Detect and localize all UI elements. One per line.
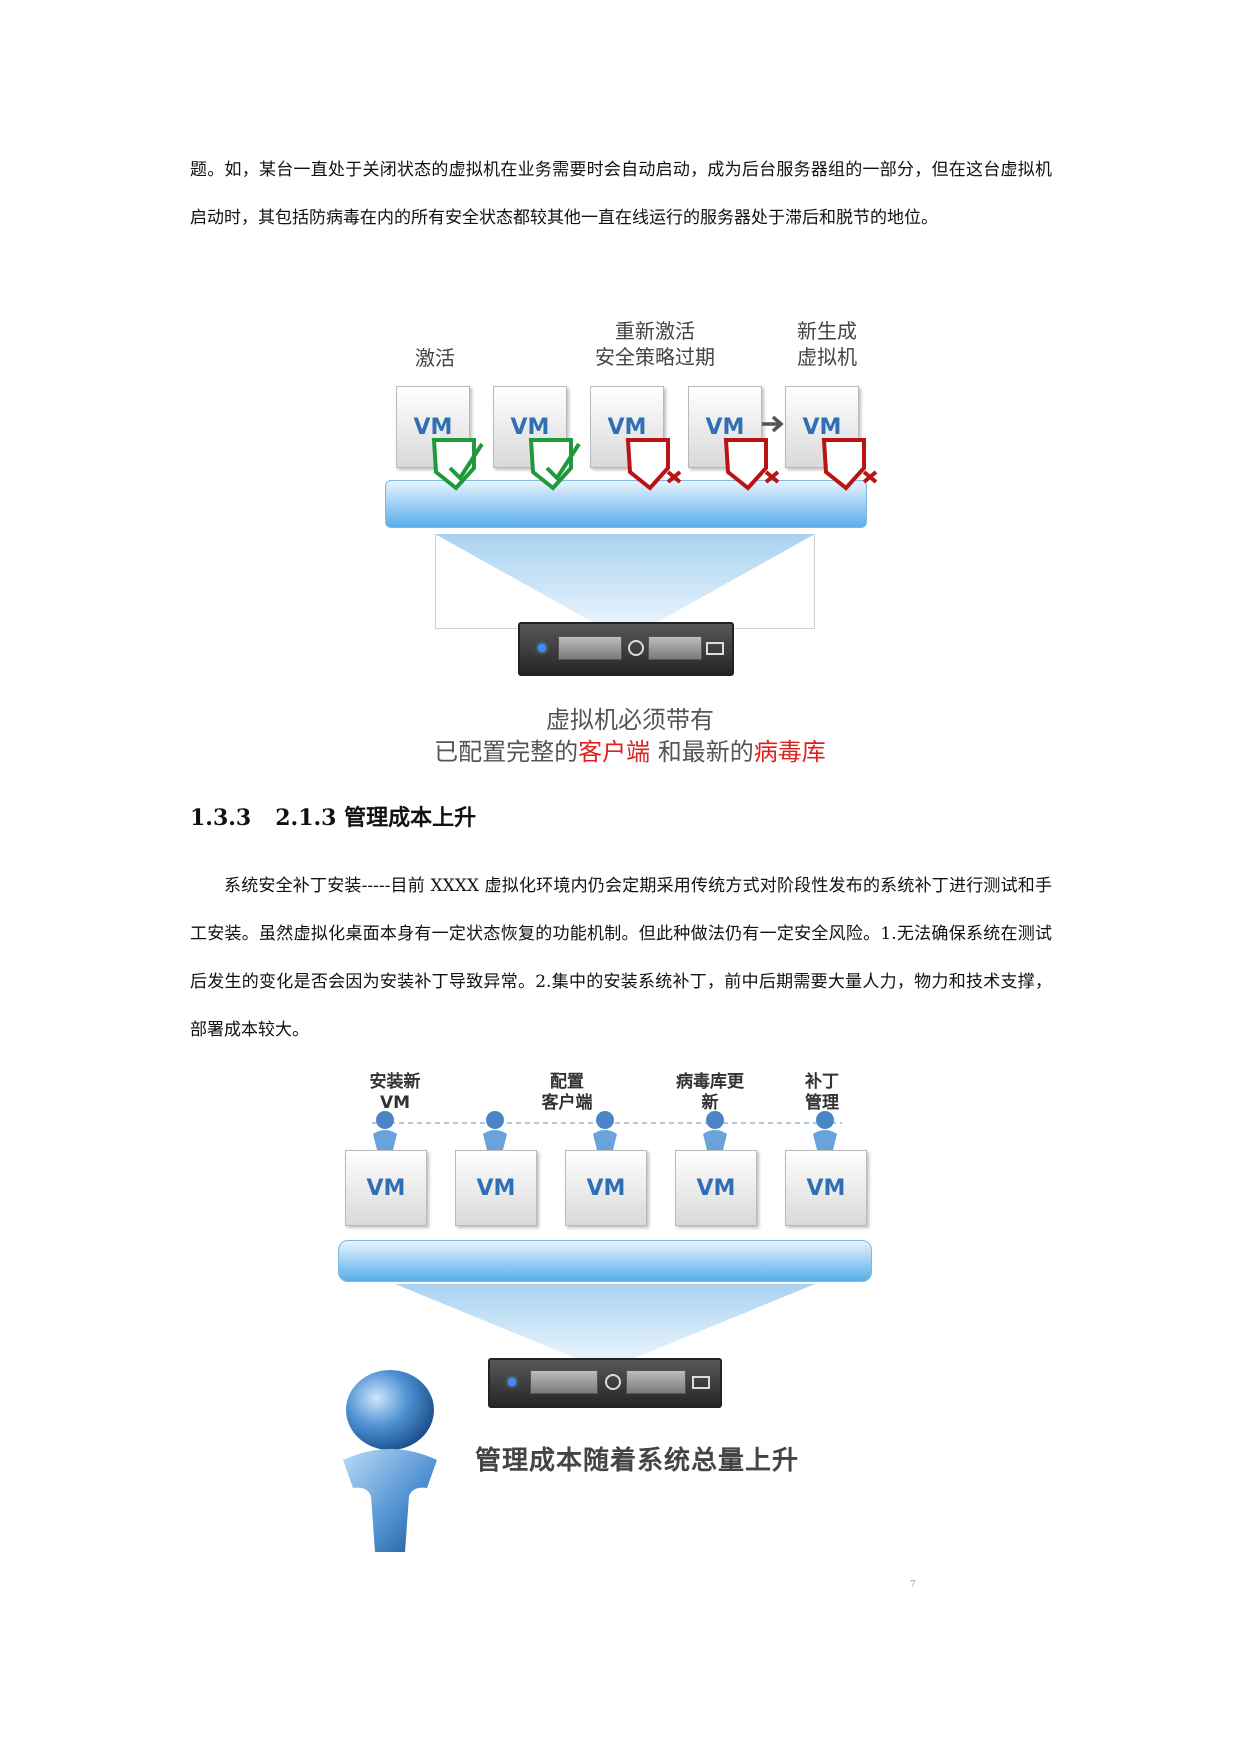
person-icon: [813, 1111, 837, 1154]
figure2-caption: 管理成本随着系统总量上升: [475, 1446, 800, 1476]
caption-text: 已配置完整的: [434, 738, 579, 766]
heading-number: 1.3.3: [190, 805, 252, 831]
shield-check-icon: [431, 438, 484, 491]
virtualization-layer-bar: [385, 480, 867, 528]
label-activate: 激活: [415, 346, 455, 370]
label-patch-management: 补丁 管理: [805, 1072, 839, 1113]
page-number: 7: [910, 1580, 916, 1590]
caption-text: 和最新的: [650, 738, 754, 766]
shield-cross-icon: [821, 438, 878, 491]
label-install-vm: 安装新 VM: [369, 1072, 421, 1113]
caption-highlight-client: 客户端: [578, 738, 651, 766]
caption-highlight-virus-db: 病毒库: [753, 738, 826, 766]
heading-title: 2.1.3 管理成本上升: [275, 805, 477, 831]
administrator-person-icon: [343, 1370, 437, 1552]
figure1-caption-line1: 虚拟机必须带有: [546, 706, 714, 734]
shield-check-icon: [528, 438, 581, 491]
figure-vm-security-states: 激活 重新激活 安全策略过期 新生成 虚拟机 VM VM VM VM VM: [0, 0, 1241, 790]
vm-box: VM: [675, 1150, 757, 1226]
server-icon: [488, 1358, 722, 1408]
arrow-right-icon: [762, 415, 784, 433]
label-virus-db-update: 病毒库更 新: [676, 1072, 744, 1113]
figure-management-cost: 安装新 VM 配置 客户端 病毒库更 新 补丁 管理 VM VM VM VM V…: [338, 1072, 872, 1552]
virtualization-layer-bar: [338, 1240, 872, 1282]
body-paragraph: 系统安全补丁安装-----目前 XXXX 虚拟化环境内仍会定期采用传统方式对阶段…: [190, 876, 1052, 1040]
label-new-vm: 新生成 虚拟机: [797, 319, 857, 369]
person-icon: [373, 1111, 397, 1154]
figure1-caption-line2: 已配置完整的客户端 和最新的病毒库: [420, 736, 840, 768]
vm-box: VM: [455, 1150, 537, 1226]
shield-cross-icon: [723, 438, 780, 491]
shield-cross-icon: [625, 438, 682, 491]
label-config-client: 配置 客户端: [541, 1072, 593, 1113]
intro-paragraph: 题。如，某台一直处于关闭状态的虚拟机在业务需要时会自动启动，成为后台服务器组的一…: [190, 160, 1052, 228]
server-icon: [518, 622, 734, 676]
person-icon: [703, 1111, 727, 1154]
projection-beam: [395, 1284, 815, 1362]
section-heading: 1.3.3 2.1.3 管理成本上升: [190, 800, 476, 832]
vm-box: VM: [565, 1150, 647, 1226]
label-reactivate-policy-expired: 重新激活 安全策略过期: [595, 319, 715, 369]
vm-box: VM: [785, 1150, 867, 1226]
person-icon: [593, 1111, 617, 1154]
projection-beam: [435, 534, 815, 629]
person-icon: [483, 1111, 507, 1154]
vm-box: VM: [345, 1150, 427, 1226]
